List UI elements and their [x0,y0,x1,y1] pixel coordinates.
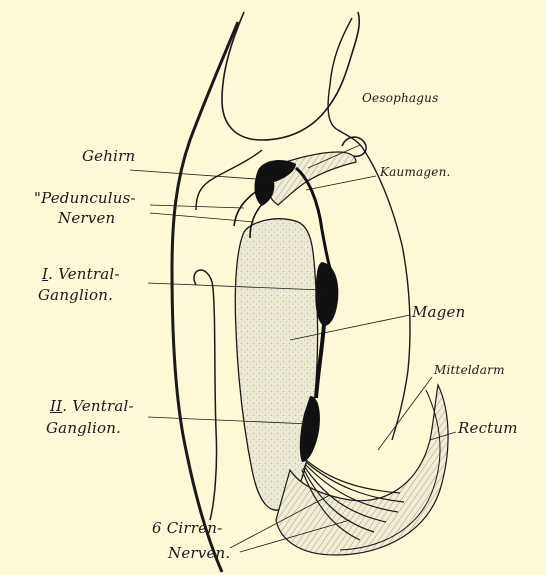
ventral-ganglion-1 [315,262,338,326]
label-gehirn: Gehirn [82,148,135,165]
label-ventral-2-rest: . Ventral- [62,397,134,415]
body-outline-outer [172,22,238,572]
label-ganglion-1: Ganglion. [38,287,113,304]
label-oesophagus: Oesophagus [362,92,438,106]
label-cirren-1: 6 Cirren- [152,520,222,537]
head-outline [222,12,359,140]
label-magen: Magen [412,304,465,321]
label-ganglion-2: Ganglion. [46,420,121,437]
label-cirren-2: Nerven. [168,545,230,562]
head-outline-inner [328,18,364,150]
label-ventral-2-numeral: II [50,397,62,415]
left-loop [194,270,217,520]
label-ventral-2: II. Ventral- [50,398,134,415]
label-pedunculus-1: "Pedunculus- [34,190,136,207]
label-pedunculus-2: Nerven [58,210,115,227]
mantle-right [364,150,410,440]
label-kaumagen: Kaumagen. [380,166,451,180]
mantle-outline [196,150,262,210]
label-mitteldarm: Mitteldarm [434,364,505,378]
label-rectum: Rectum [458,420,518,437]
stomach [235,219,317,510]
label-ventral-1: I. Ventral- [42,266,120,283]
label-ventral-1-rest: . Ventral- [48,265,120,283]
